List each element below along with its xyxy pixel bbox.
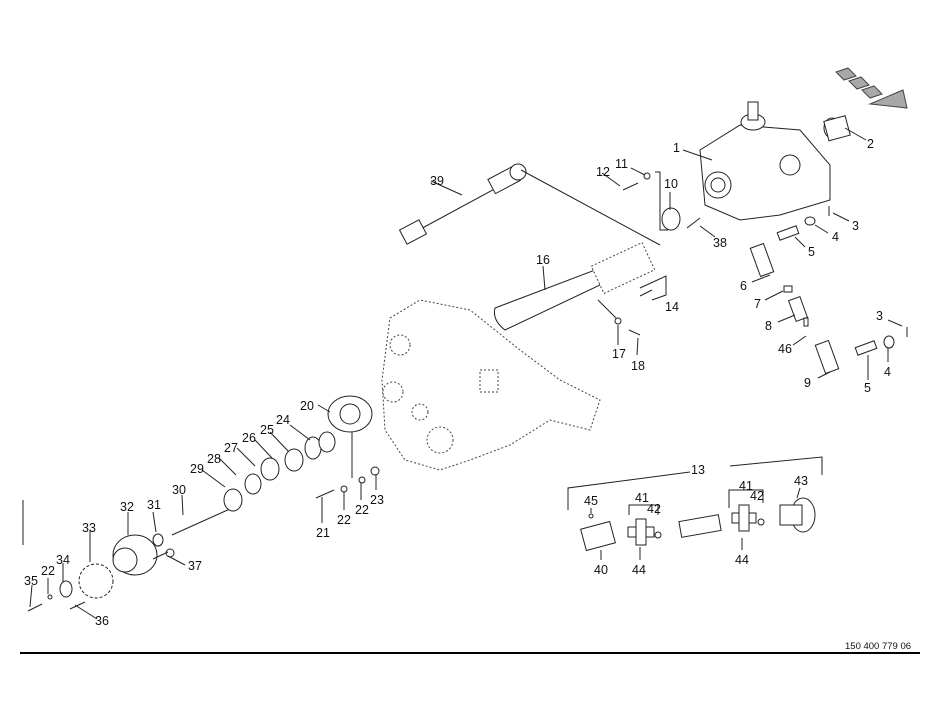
callout-25: 25 [260,423,274,437]
callout-37: 37 [188,559,202,573]
callout-16: 16 [536,253,550,267]
callout-42: 42 [647,502,661,516]
callout-41: 41 [739,479,753,493]
callout-43: 43 [794,474,808,488]
frame-housing [381,299,601,471]
callout-22: 22 [337,513,351,527]
callout-18: 18 [631,359,645,373]
callout-39: 39 [430,174,444,188]
callout-8: 8 [765,319,772,333]
shaft-and-bearings-left [171,395,380,536]
callout-1: 1 [673,141,680,155]
callout-5: 5 [864,381,871,395]
callout-44: 44 [632,563,646,577]
callout-36: 36 [95,614,109,628]
callout-45: 45 [584,494,598,508]
callout-2: 2 [867,137,874,151]
callout-34: 34 [56,553,70,567]
callout-17: 17 [612,347,626,361]
callout-26: 26 [242,431,256,445]
travel-direction-arrow-icon [835,67,908,109]
callout-46: 46 [778,342,792,356]
callout-24: 24 [276,413,290,427]
callout-30: 30 [172,483,186,497]
callout-4: 4 [884,365,891,379]
callout-5: 5 [808,245,815,259]
callout-10: 10 [664,177,678,191]
callout-22: 22 [355,503,369,517]
callout-35: 35 [24,574,38,588]
callout-9: 9 [804,376,811,390]
callout-27: 27 [224,441,238,455]
callout-6: 6 [740,279,747,293]
guard-part [494,269,601,331]
drive-shaft-part [398,163,527,245]
callout-labels: 1 2 3 3 4 4 5 5 6 7 8 9 10 11 12 13 14 1… [24,137,891,628]
callout-23: 23 [370,493,384,507]
callout-21: 21 [316,526,330,540]
hub-sprocket-parts [27,533,175,612]
callout-40: 40 [594,563,608,577]
callout-3: 3 [876,309,883,323]
document-number: 150 400 779 06 [845,641,911,652]
callout-13: 13 [691,463,705,477]
callout-12: 12 [596,165,610,179]
cover-and-gear-parts [590,172,701,336]
callout-11: 11 [615,157,628,171]
callout-41: 41 [635,491,649,505]
bushing-part [823,115,851,142]
universal-joint-parts [580,497,816,552]
callout-44: 44 [735,553,749,567]
callout-4: 4 [832,230,839,244]
callout-38: 38 [713,236,727,250]
callout-14: 14 [665,300,679,314]
leader-lines [22,127,903,620]
callout-31: 31 [147,498,161,512]
callout-7: 7 [754,297,761,311]
callout-3: 3 [852,219,859,233]
small-parts-right [749,206,908,375]
callout-29: 29 [190,462,204,476]
callout-22: 22 [41,564,55,578]
callout-28: 28 [207,452,221,466]
callout-42: 42 [750,489,764,503]
callout-20: 20 [300,399,314,413]
gearbox-part [699,101,831,221]
callout-33: 33 [82,521,96,535]
callout-32: 32 [120,500,134,514]
